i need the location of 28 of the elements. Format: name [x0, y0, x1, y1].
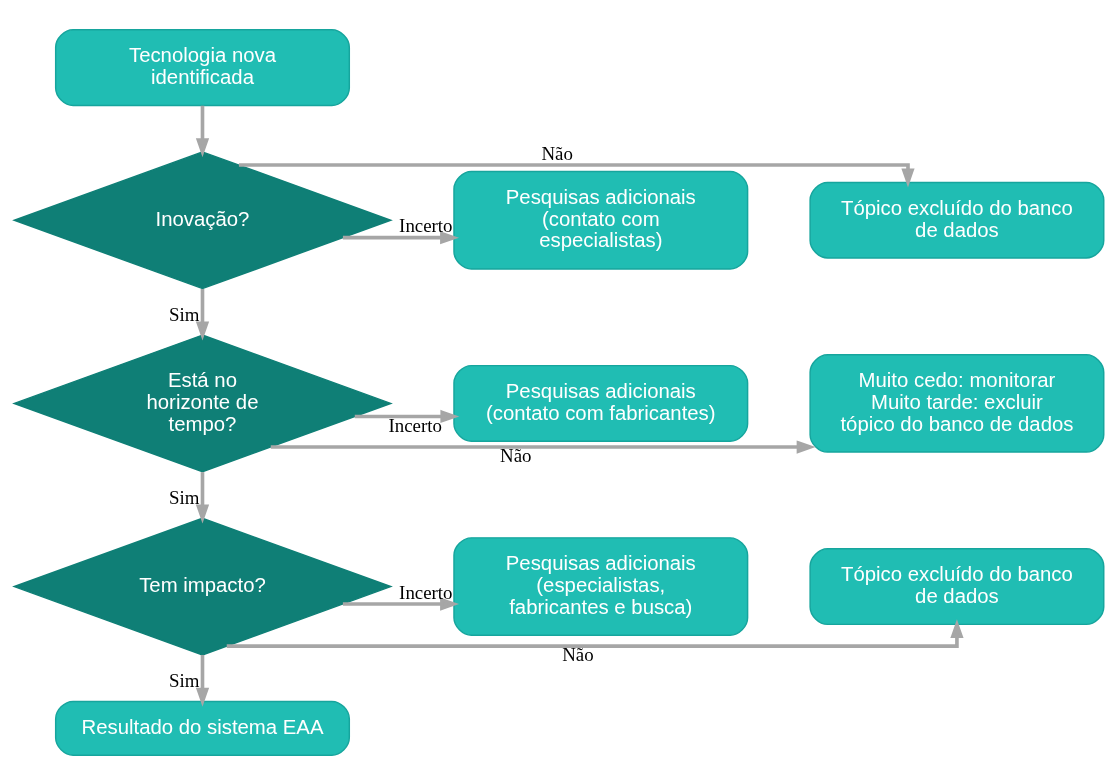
node-box: Pesquisas adicionais (especialistas, fabricantes e busca)	[453, 536, 749, 636]
arrow	[270, 439, 816, 454]
node-box: Tópico excluído do banco de dados	[809, 547, 1105, 625]
arrow	[195, 105, 210, 157]
node-diamond: Inovação?	[12, 150, 393, 289]
arrow	[342, 596, 460, 611]
node-box: Muito cedo: monitorar Muito tarde: excluir tópico do banco de dados	[809, 353, 1105, 453]
edge-label: Sim	[169, 303, 200, 325]
edge-label: Não	[500, 444, 532, 466]
arrow	[195, 654, 210, 707]
arrow	[226, 618, 964, 648]
edge-label: Sim	[169, 669, 200, 691]
node-box: Tópico excluído do banco de dados	[809, 181, 1105, 259]
edge-label: Incerto	[399, 214, 453, 236]
arrow	[195, 471, 210, 524]
edge-label: Não	[562, 643, 594, 665]
node-box: Pesquisas adicionais (contato com especialistas)	[453, 170, 749, 270]
node-box: Pesquisas adicionais (contato com fabricantes)	[453, 364, 749, 442]
arrow	[195, 288, 210, 340]
arrow	[238, 162, 915, 187]
node-diamond: Tem impacto?	[12, 516, 393, 656]
node-box: Resultado do sistema EAA	[54, 700, 351, 756]
edge-label: Não	[541, 142, 573, 164]
edge-label: Incerto	[399, 581, 453, 603]
node-box: Tecnologia nova identificada	[54, 28, 351, 106]
edge-label: Sim	[169, 486, 200, 508]
arrow	[342, 230, 460, 244]
arrow	[354, 409, 460, 423]
